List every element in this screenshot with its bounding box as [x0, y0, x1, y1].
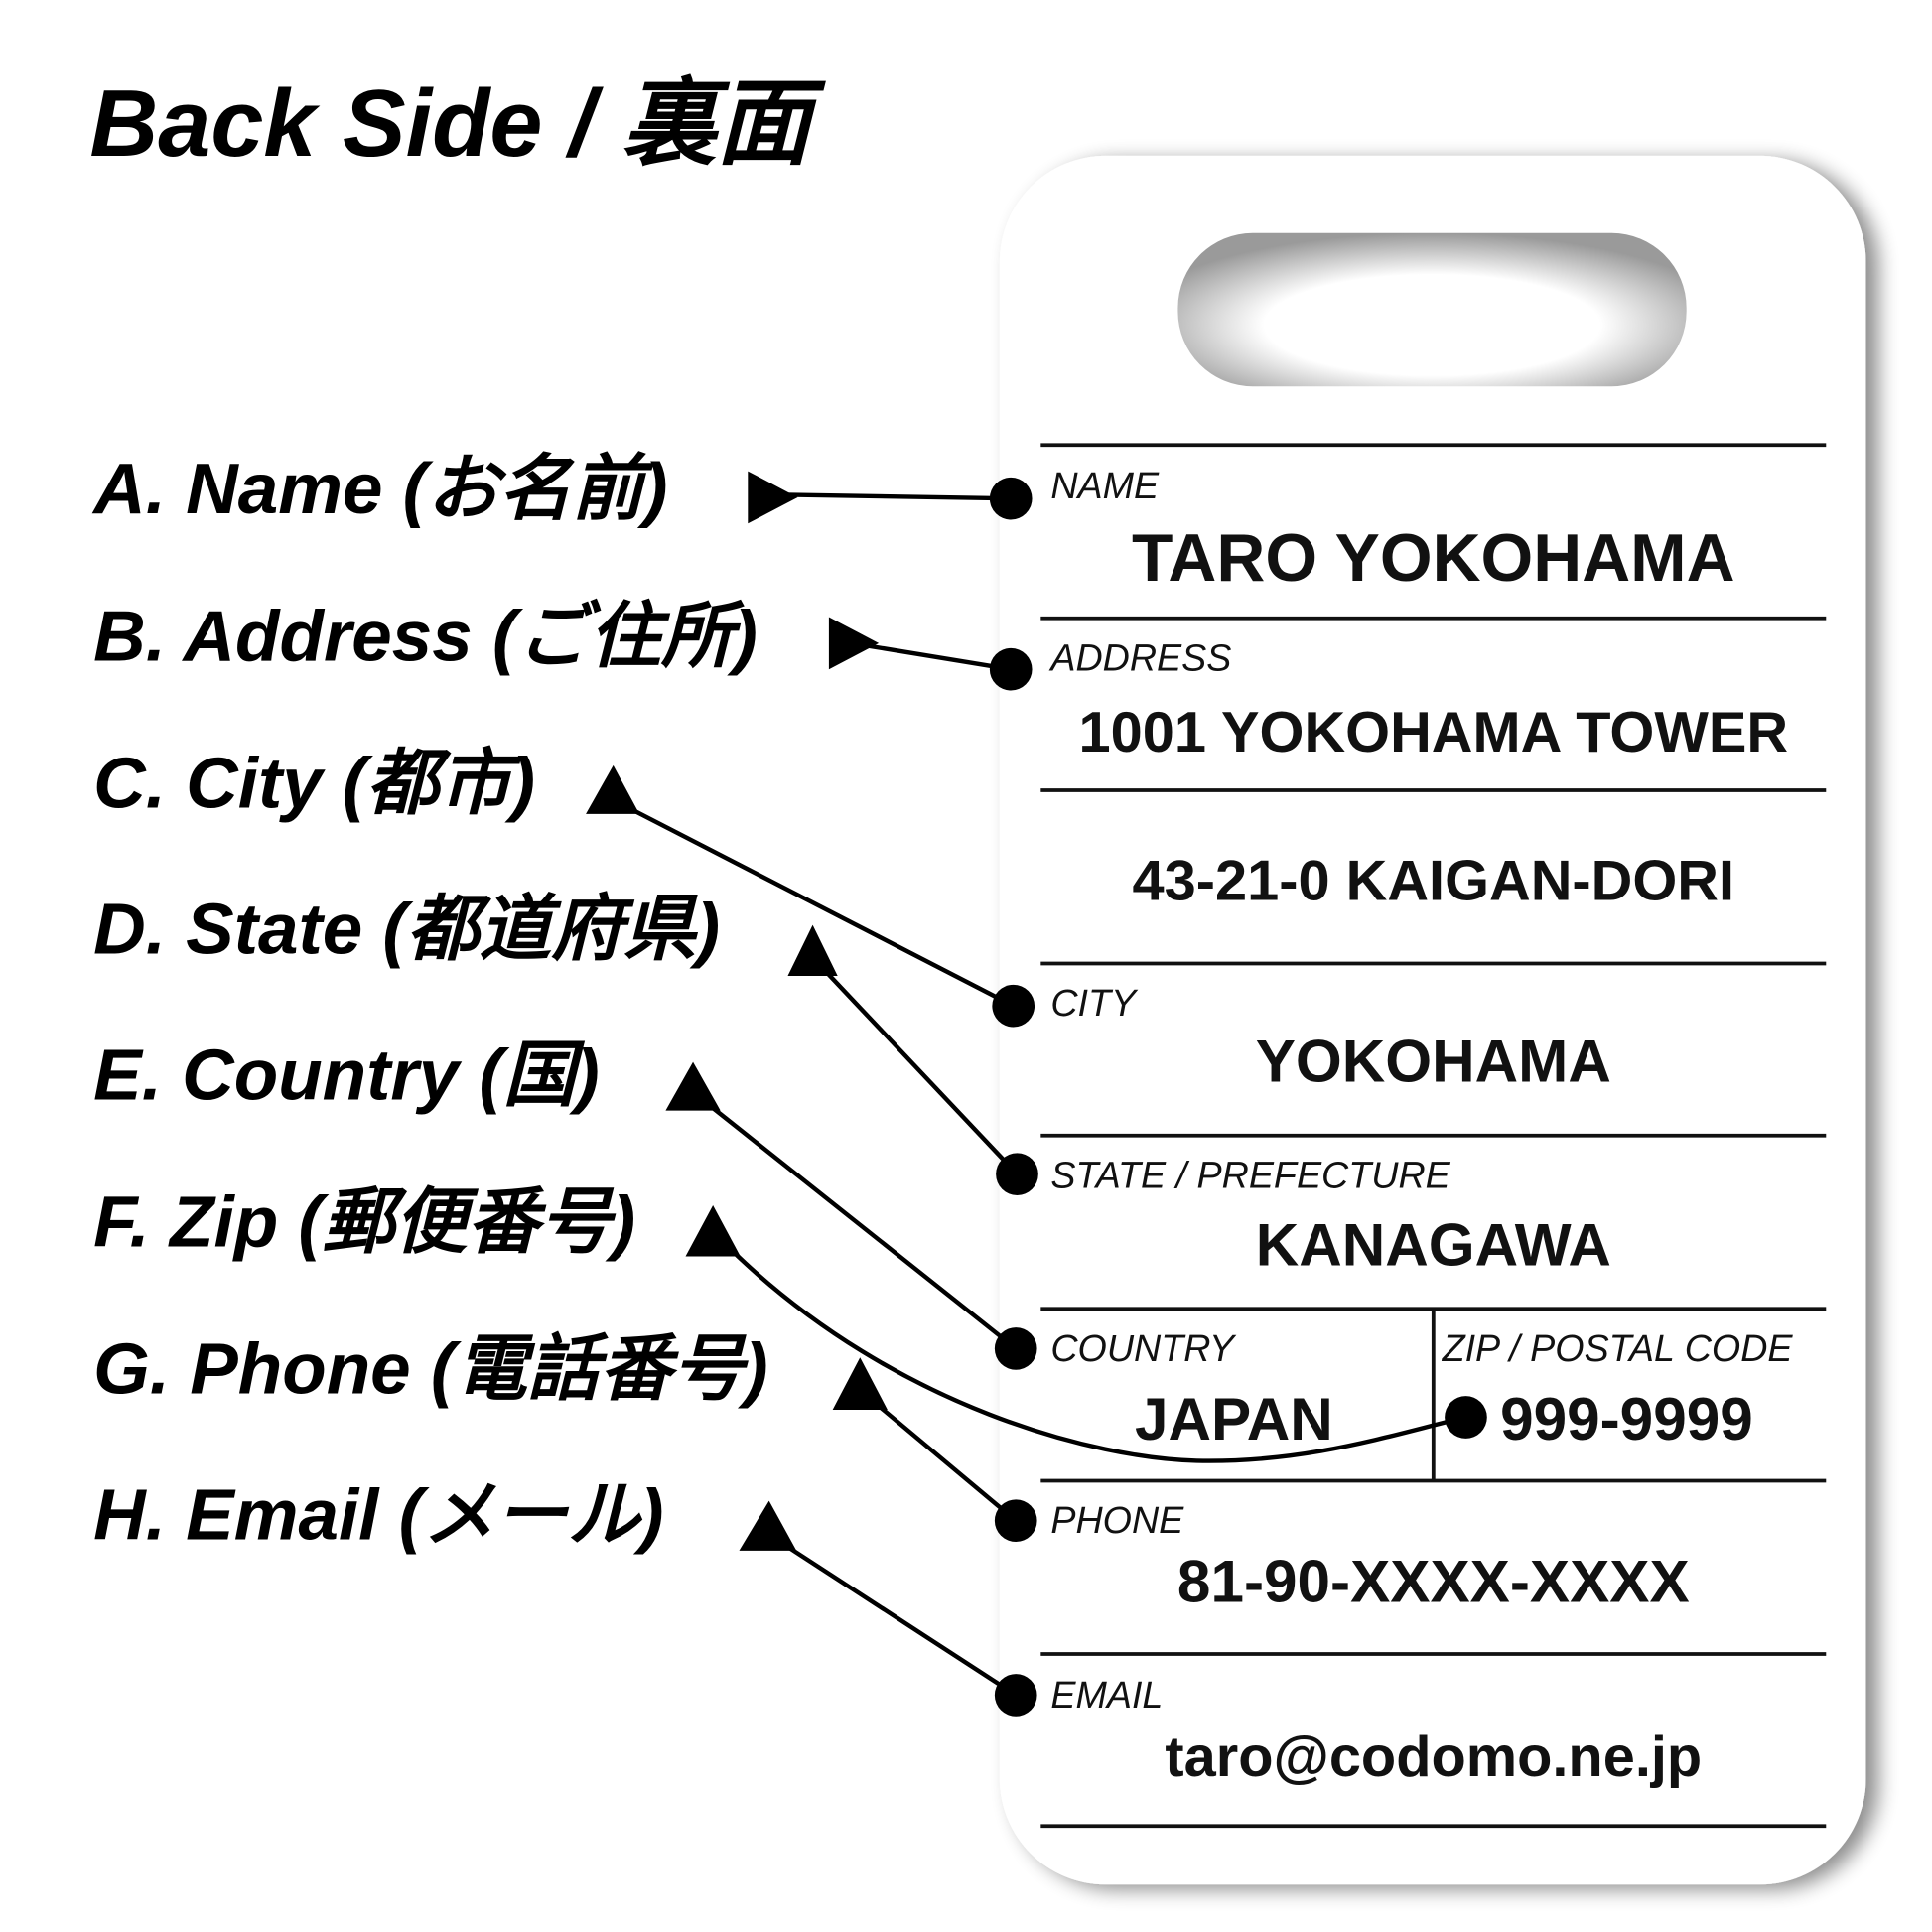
- arrow-up-icon: [586, 764, 640, 814]
- address-field-label: ADDRESS: [1048, 636, 1231, 678]
- country-field-value: JAPAN: [1135, 1385, 1333, 1452]
- name-field-value: TARO YOKOHAMA: [1132, 521, 1735, 596]
- dot-marker: [992, 984, 1035, 1028]
- address-line2-value: 43-21-0 KAIGAN-DORI: [1133, 849, 1735, 912]
- tag-body: [999, 155, 1866, 1885]
- arrow-right-icon: [828, 617, 880, 670]
- dot-marker: [994, 1327, 1037, 1370]
- address-line1-value: 1001 YOKOHAMA TOWER: [1079, 701, 1789, 764]
- leader-g: [832, 1357, 1037, 1543]
- phone-field-label: PHONE: [1050, 1499, 1184, 1541]
- zip-field-label: ZIP / POSTAL CODE: [1442, 1327, 1794, 1369]
- tag-rules: [1040, 443, 1827, 1829]
- state-field-label: STATE / PREFECTURE: [1050, 1154, 1450, 1195]
- dot-marker: [996, 1153, 1038, 1196]
- leader-h: [739, 1500, 1037, 1717]
- email-field-value: taro@codomo.ne.jp: [1165, 1725, 1702, 1789]
- page-title: Back Side / 裏面: [89, 71, 826, 177]
- email-field-label: EMAIL: [1050, 1674, 1163, 1716]
- leader-e: [665, 1061, 1037, 1370]
- callout-c-city: C. City (都市): [93, 744, 535, 824]
- arrow-up-icon: [685, 1205, 741, 1257]
- dot-marker: [994, 1499, 1037, 1543]
- arrow-up-icon: [787, 924, 838, 977]
- city-field-value: YOKOHAMA: [1256, 1028, 1611, 1095]
- leader-c: [586, 764, 1035, 1028]
- arrow-up-icon: [739, 1500, 797, 1551]
- leader-d: [787, 924, 1038, 1196]
- callout-g-phone: G. Phone (電話番号): [93, 1329, 767, 1410]
- callout-e-country: E. Country (国): [93, 1035, 600, 1115]
- callout-d-state: D. State (都道府県): [93, 889, 720, 969]
- arrow-up-icon: [665, 1061, 721, 1111]
- zip-field-value: 999-9999: [1500, 1385, 1753, 1452]
- callout-f-zip: F. Zip (郵便番号): [93, 1181, 635, 1262]
- name-field-label: NAME: [1050, 465, 1160, 506]
- leader-b: [828, 617, 1033, 691]
- phone-field-value: 81-90-XXXX-XXXX: [1177, 1547, 1690, 1614]
- state-field-value: KANAGAWA: [1256, 1210, 1611, 1278]
- leader-a: [748, 471, 1033, 524]
- tag-handle-hole: [1177, 232, 1687, 387]
- city-field-label: CITY: [1050, 982, 1139, 1024]
- callout-h-email: H. Email (メール): [93, 1475, 663, 1556]
- country-field-label: COUNTRY: [1050, 1327, 1237, 1369]
- callout-a-name: A. Name (お名前): [91, 449, 667, 529]
- luggage-tag: NAME TARO YOKOHAMA ADDRESS 1001 YOKOHAMA…: [999, 155, 1866, 1885]
- dot-marker: [989, 477, 1033, 520]
- leader-f: [685, 1205, 1487, 1463]
- arrow-up-icon: [832, 1357, 888, 1410]
- arrow-right-icon: [748, 471, 798, 524]
- dot-marker: [994, 1674, 1037, 1717]
- dot-marker: [989, 647, 1033, 691]
- dot-marker: [1445, 1396, 1487, 1439]
- callout-b-address: B. Address (ご住所): [93, 596, 758, 676]
